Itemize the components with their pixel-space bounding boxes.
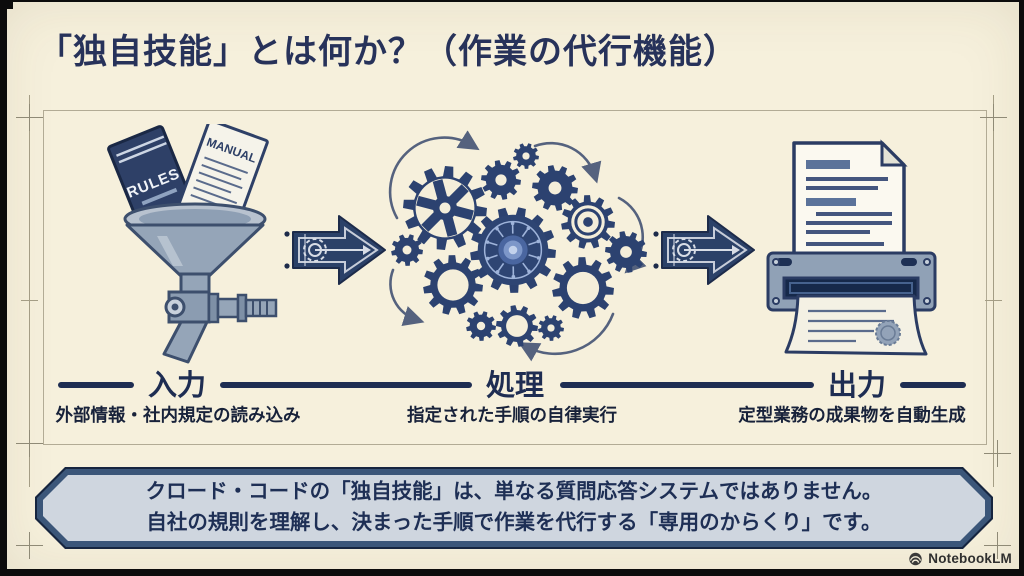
screen-edge-left <box>0 0 7 576</box>
section-caption-input: 外部情報・社内規定の読み込み <box>55 405 301 425</box>
notebooklm-logo-icon <box>909 552 922 565</box>
screen-edge-right <box>1019 0 1024 576</box>
screen-edge-top <box>0 0 1024 2</box>
watermark-label: NotebookLM <box>928 551 1012 566</box>
page-title: 「独自技能」とは何か？（作業の代行機能） <box>38 33 738 71</box>
divider-line <box>220 382 472 388</box>
process-gears-icon <box>388 130 647 362</box>
divider-line <box>58 382 134 388</box>
crosshair-mark <box>984 440 1011 467</box>
section-caption-output: 定型業務の成果物を自動生成 <box>738 405 966 425</box>
measure-tick <box>985 300 1002 301</box>
measure-tick <box>21 300 38 301</box>
banner-text: クロード・コードの「独自技能」は、単なる質問応答システムではありません。 自社の… <box>35 477 993 539</box>
notebooklm-watermark: NotebookLM <box>908 551 1012 566</box>
banner-line-1: クロード・コードの「独自技能」は、単なる質問応答システムではありません。 <box>145 480 883 503</box>
section-caption-process: 指定された手順の自律実行 <box>407 405 617 425</box>
section-label-process: 処理 <box>485 370 544 402</box>
summary-banner: クロード・コードの「独自技能」は、単なる質問応答システムではありません。 自社の… <box>35 467 993 549</box>
measure-line-right <box>993 95 994 487</box>
crosshair-mark <box>16 104 43 131</box>
diagram-frame <box>43 110 987 445</box>
divider-line <box>900 382 966 388</box>
blueprint-arrow-icon <box>284 215 386 285</box>
banner-line-2: 自社の規則を理解し、決まった手順で作業を代行する「専用のからくり」です。 <box>146 510 882 534</box>
crosshair-mark <box>984 532 1011 559</box>
measure-line-left <box>29 95 30 487</box>
screen-edge-bottom <box>0 569 1024 576</box>
banner-fill <box>43 475 985 541</box>
crosshair-mark <box>16 430 43 457</box>
crosshair-mark <box>980 104 1007 131</box>
cycle-arrows <box>388 130 647 362</box>
section-label-output: 出力 <box>827 370 886 402</box>
screen-edge-corner <box>0 0 13 9</box>
section-label-input: 入力 <box>147 370 206 402</box>
printer-output-icon <box>766 139 937 356</box>
blueprint-arrow-icon <box>653 215 755 285</box>
funnel-books-icon: RULES MANUAL <box>107 124 278 364</box>
divider-line <box>560 382 814 388</box>
crosshair-mark <box>16 532 43 559</box>
